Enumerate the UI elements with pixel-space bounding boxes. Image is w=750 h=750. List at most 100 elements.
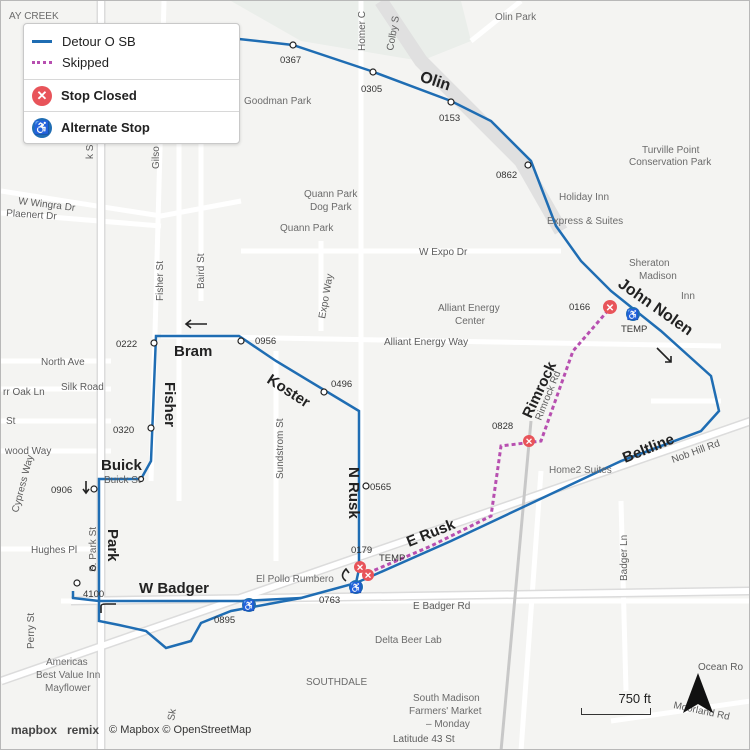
- street-sundstrom: Sundstrom St: [275, 418, 286, 479]
- place-home2: Home2 Suites: [549, 465, 612, 476]
- place-southdale: SOUTHDALE: [306, 677, 367, 688]
- place-delta: Delta Beer Lab: [375, 635, 442, 646]
- place-olin-park: Olin Park: [495, 12, 537, 23]
- street-buick-st: Buick St: [104, 475, 141, 486]
- legend-alternate-stop-label: Alternate Stop: [61, 120, 150, 135]
- place-farmers-2: Farmers' Market: [409, 706, 482, 717]
- street-s-park: S. Park St: [88, 527, 99, 572]
- place-turville-2: Conservation Park: [629, 157, 712, 168]
- street-baird: Baird St: [196, 253, 207, 289]
- street-latitude: Latitude 43 St: [393, 734, 455, 745]
- street-sk: Sk: [166, 707, 179, 721]
- attribution: mapbox remix © Mapbox © OpenStreetMap: [11, 723, 251, 737]
- stop-0367: 0367: [280, 55, 301, 66]
- stop-0895: 0895: [214, 615, 235, 626]
- place-alliant: Alliant Energy: [438, 303, 500, 314]
- route-label-n-rusk: N Rusk: [345, 467, 362, 519]
- svg-text:♿: ♿: [627, 308, 639, 321]
- street-fisher-st: Fisher St: [155, 261, 166, 301]
- place-holiday: Holiday Inn: [559, 192, 609, 203]
- north-arrow-icon: [683, 673, 713, 713]
- svg-text:✕: ✕: [525, 437, 533, 447]
- stop-0763: 0763: [319, 595, 340, 606]
- skipped-line-icon: [32, 61, 52, 64]
- legend-detour-label: Detour O SB: [62, 34, 136, 49]
- street-hughes: Hughes Pl: [31, 545, 77, 556]
- legend-stop-closed-label: Stop Closed: [61, 88, 137, 103]
- stop-closed-icon: ✕: [32, 85, 52, 106]
- street-oak-ln: rr Oak Ln: [3, 387, 45, 398]
- remix-logo[interactable]: remix: [67, 723, 100, 737]
- stop-0320: 0320: [113, 425, 134, 436]
- place-americas: Americas: [46, 657, 88, 668]
- stop-0956: 0956: [255, 336, 276, 347]
- place-americas-3: Mayflower: [45, 683, 91, 694]
- stop-0179: 0179: [351, 545, 372, 556]
- stop-0862: 0862: [496, 170, 517, 181]
- detour-route-badger: [99, 596, 302, 603]
- stop-0222: 0222: [116, 339, 137, 350]
- stop-0496: 0496: [331, 379, 352, 390]
- rail-yard: [375, 1, 568, 235]
- scale-bar-graphic: [581, 708, 651, 715]
- street-w-expo: W Expo Dr: [419, 247, 468, 258]
- place-sheraton-3: Inn: [681, 291, 695, 302]
- route-label-koster: Koster: [264, 371, 313, 411]
- place-quann-park: Quann Park: [280, 223, 334, 234]
- place-alliant-2: Center: [455, 316, 486, 327]
- street-silk-road: Silk Road: [61, 382, 104, 393]
- place-quann-dog-2: Dog Park: [310, 202, 353, 213]
- street-k-st: k St: [85, 142, 96, 159]
- alternate-stops[interactable]: ♿ ♿ ♿: [242, 307, 640, 612]
- skipped-route: [367, 306, 613, 575]
- route-label-w-badger: W Badger: [139, 580, 209, 597]
- street-plaenert: Plaenert Dr: [6, 208, 58, 223]
- street-perry: Perry St: [26, 613, 37, 649]
- svg-text:✕: ✕: [606, 303, 614, 314]
- route-label-fisher: Fisher: [161, 382, 178, 427]
- stop-dots: [73, 41, 532, 587]
- place-sheraton: Sheraton: [629, 258, 670, 269]
- street-gilson: Gilso: [151, 146, 162, 169]
- alternate-stop-icon: ♿: [32, 117, 52, 138]
- place-quann-dog: Quann Park: [304, 189, 358, 200]
- street-wood-way: wood Way: [4, 446, 51, 457]
- place-farmers: South Madison: [413, 693, 480, 704]
- route-label-park: Park: [104, 529, 121, 562]
- copyright-text[interactable]: © Mapbox © OpenStreetMap: [109, 724, 252, 736]
- place-farmers-3: – Monday: [426, 719, 470, 730]
- stop-0828: 0828: [492, 421, 513, 432]
- street-st-1: St: [6, 416, 16, 427]
- place-sheraton-2: Madison: [639, 271, 677, 282]
- legend-skipped: Skipped: [24, 52, 239, 73]
- direction-arrows: [82, 319, 672, 613]
- mapbox-logo[interactable]: mapbox: [11, 723, 58, 737]
- street-badger-ln: Badger Ln: [619, 535, 630, 581]
- street-homer: Homer C: [357, 11, 368, 51]
- stop-temp-2: TEMP: [379, 553, 405, 564]
- street-e-badger: E Badger Rd: [413, 601, 470, 612]
- closed-stops[interactable]: ✕ ✕ ✕ ✕: [354, 300, 617, 581]
- detour-line-icon: [32, 40, 52, 43]
- place-el-pollo: El Pollo Rumbero: [256, 574, 334, 585]
- street-cypress: Cypress Way: [10, 454, 36, 514]
- scale-bar: 750 ft: [581, 691, 651, 715]
- park-area: [231, 1, 471, 61]
- route-label-buick: Buick: [101, 457, 143, 474]
- place-goodman-park: Goodman Park: [244, 96, 312, 107]
- detour-route-west: [97, 334, 361, 601]
- place-creek: AY CREEK: [9, 11, 59, 22]
- stop-temp-1: TEMP: [621, 324, 647, 335]
- stop-4100: 4100: [83, 589, 104, 600]
- stop-0305: 0305: [361, 84, 382, 95]
- street-alliant-way: Alliant Energy Way: [384, 337, 468, 348]
- legend-skipped-label: Skipped: [62, 55, 109, 70]
- legend-stop-closed: ✕ Stop Closed: [24, 79, 239, 111]
- svg-text:♿: ♿: [350, 581, 362, 594]
- stop-0906: 0906: [51, 485, 72, 496]
- legend: Detour O SB Skipped ✕ Stop Closed ♿ Alte…: [23, 23, 240, 144]
- detour-route-main: [71, 37, 721, 650]
- stop-0166: 0166: [569, 302, 590, 313]
- place-turville: Turville Point: [642, 145, 700, 156]
